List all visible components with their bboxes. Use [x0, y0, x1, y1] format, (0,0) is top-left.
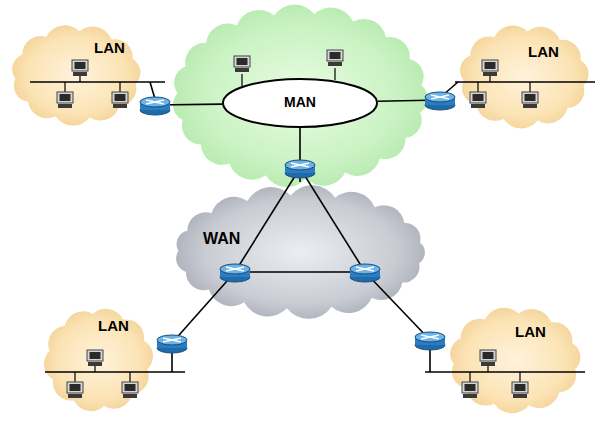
man-cloud: [173, 5, 428, 187]
monitor: [482, 60, 498, 71]
network-label: MAN: [284, 95, 316, 110]
drop-line: [74, 372, 75, 382]
pc-base: [481, 362, 495, 366]
pc-base: [113, 104, 127, 108]
monitor: [327, 50, 343, 61]
monitor: [72, 60, 88, 71]
screen: [483, 352, 494, 359]
network-cloud: WAN: [165, 182, 435, 322]
lan-bus: [45, 371, 185, 373]
monitor: [87, 350, 103, 361]
monitor: [67, 382, 83, 393]
drop-line: [241, 74, 242, 86]
pc-base: [235, 68, 249, 72]
drop-line: [477, 82, 478, 92]
ring-shape: [223, 79, 377, 127]
node-outline: [440, 300, 590, 420]
pc-base: [123, 394, 137, 398]
pc-base: [513, 394, 527, 398]
pc-base: [58, 104, 72, 108]
drop-line: [469, 372, 470, 382]
screen: [485, 62, 496, 69]
pc-base: [463, 394, 477, 398]
drop-line: [79, 76, 80, 82]
network-label: LAN: [98, 318, 129, 335]
router-arrows: [421, 335, 439, 339]
screen: [465, 384, 476, 391]
router-arrows: [163, 338, 181, 342]
screen: [330, 52, 341, 59]
router-arrows: [356, 267, 374, 271]
router-link: [150, 82, 155, 99]
drop-line: [64, 82, 65, 92]
pc-base: [88, 362, 102, 366]
router-top: [140, 97, 170, 107]
router-arrows: [291, 163, 309, 167]
monitor: [512, 382, 528, 393]
pc-base: [483, 72, 497, 76]
screen: [525, 94, 536, 101]
screen: [115, 94, 126, 101]
lan-bus: [425, 371, 585, 373]
monitor: [522, 92, 538, 103]
wan-triangle: [235, 168, 365, 272]
router-arrows: [431, 95, 449, 99]
screen: [75, 62, 86, 69]
network-label: LAN: [515, 324, 546, 341]
lan-bus: [455, 81, 595, 83]
node-outline: [450, 18, 598, 135]
pc-base: [523, 104, 537, 108]
router-top: [425, 92, 455, 102]
drop-line: [489, 76, 490, 82]
monitor: [470, 92, 486, 103]
router-arrows: [226, 267, 244, 271]
router-top: [415, 332, 445, 342]
network-cloud: LAN: [440, 300, 590, 420]
monitor: [122, 382, 138, 393]
screen: [90, 352, 101, 359]
network-cloud: LAN: [450, 18, 598, 135]
monitor: [112, 92, 128, 103]
lan-bus: [30, 81, 165, 83]
cloud-shape: [44, 309, 153, 411]
pc-base: [471, 104, 485, 108]
pc-base: [73, 72, 87, 76]
router-top: [350, 264, 380, 274]
monitor: [480, 350, 496, 361]
cloud-shape: [460, 26, 588, 129]
router-top: [220, 264, 250, 274]
drop-line: [94, 366, 95, 372]
drop-line: [119, 82, 120, 92]
monitor: [234, 56, 250, 67]
screen: [473, 94, 484, 101]
monitor: [57, 92, 73, 103]
drop-line: [129, 372, 130, 382]
router-top: [285, 160, 315, 170]
router-arrows: [146, 100, 164, 104]
screen: [515, 384, 526, 391]
drop-line: [529, 82, 530, 92]
network-label: LAN: [528, 44, 559, 61]
cloud-shape: [12, 25, 140, 125]
cloud-shape: [450, 308, 580, 414]
screen: [60, 94, 71, 101]
pc-base: [68, 394, 82, 398]
man-ring: MAN: [222, 78, 378, 128]
pc-base: [328, 62, 342, 66]
screen: [125, 384, 136, 391]
drop-line: [519, 372, 520, 382]
screen: [70, 384, 81, 391]
monitor: [462, 382, 478, 393]
drop-line: [334, 68, 335, 80]
drop-line: [487, 366, 488, 372]
cloud-shape: [176, 185, 425, 319]
network-label: WAN: [203, 230, 240, 248]
screen: [237, 58, 248, 65]
node-outline: [165, 182, 435, 322]
network-label: LAN: [94, 40, 125, 57]
router-top: [157, 335, 187, 345]
